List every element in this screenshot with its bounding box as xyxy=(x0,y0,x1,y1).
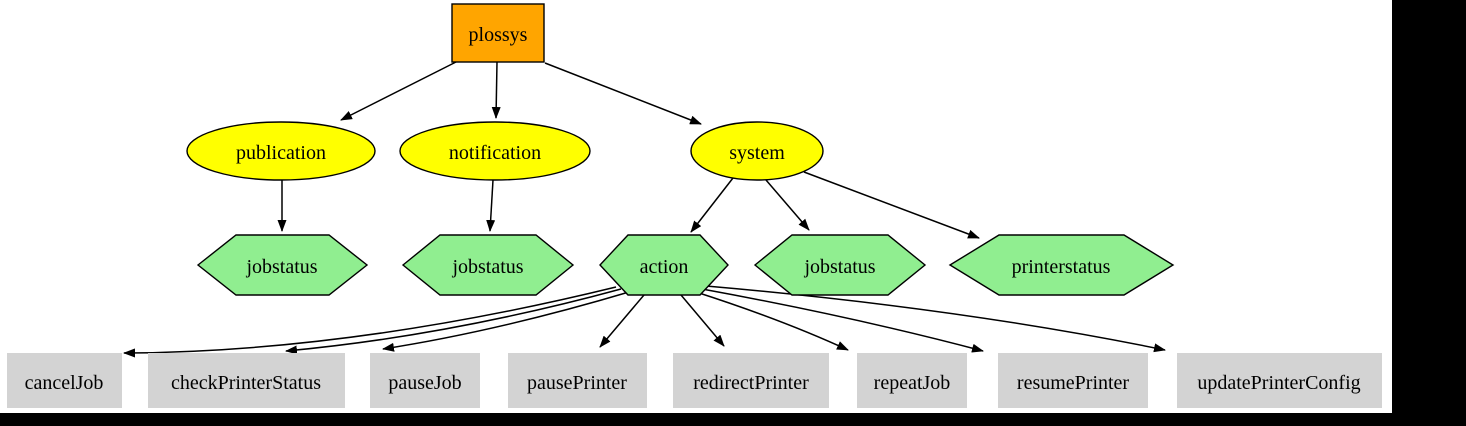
checkPrinterStatus-label: checkPrinterStatus xyxy=(171,372,321,394)
node-redirectPrinter: redirectPrinter xyxy=(673,353,829,408)
resumePrinter-label: resumePrinter xyxy=(1017,372,1130,394)
checkPrinterStatus-box xyxy=(148,353,345,408)
node-resumePrinter: resumePrinter xyxy=(998,353,1148,408)
action-label: action xyxy=(640,256,689,278)
edge-action-redirectPrinter xyxy=(680,294,725,347)
node-cancelJob: cancelJob xyxy=(7,353,122,408)
repeatJob-box xyxy=(857,353,967,408)
edge-system-action xyxy=(690,177,734,233)
edge-action-repeatJob xyxy=(695,291,849,351)
pauseJob-box xyxy=(370,353,480,408)
node-pausePrinter: pausePrinter xyxy=(508,353,647,408)
cancelJob-box xyxy=(7,353,122,408)
edge-system-jobstatus xyxy=(765,179,810,231)
node-printerstatus: printerstatus xyxy=(948,234,1175,296)
action-hexagon xyxy=(599,234,729,296)
resumePrinter-box xyxy=(998,353,1148,408)
edge-plossys-notification xyxy=(491,61,501,119)
node-notification: notification xyxy=(399,121,591,181)
right-black-bar xyxy=(1392,0,1466,426)
bottom-black-bar xyxy=(0,413,1466,426)
node-updatePrinterConfig: updatePrinterConfig xyxy=(1177,353,1382,408)
edge-notification-jobstatus xyxy=(486,179,496,232)
jobstatus-publication-hexagon xyxy=(196,234,369,296)
edge-action-pauseJob xyxy=(382,291,630,352)
publication-ellipse xyxy=(186,121,376,181)
node-jobstatus-system: jobstatus xyxy=(753,234,927,296)
edge-action-checkPrinterStatus xyxy=(285,288,622,355)
notification-ellipse xyxy=(399,121,591,181)
jobstatus-system-hexagon xyxy=(753,234,927,296)
node-jobstatus-notification: jobstatus xyxy=(401,234,575,296)
edge-plossys-publication xyxy=(340,61,457,121)
plossys-label: plossys xyxy=(469,24,528,46)
system-label: system xyxy=(729,142,785,164)
node-publication: publication xyxy=(186,121,376,181)
system-ellipse xyxy=(690,121,824,181)
edge-plossys-system xyxy=(544,62,702,125)
edge-action-updatePrinterConfig xyxy=(705,285,1166,353)
edge-action-pausePrinter xyxy=(599,294,645,348)
printerstatus-label: printerstatus xyxy=(1012,256,1111,278)
pausePrinter-label: pausePrinter xyxy=(527,372,627,394)
repeatJob-label: repeatJob xyxy=(874,372,951,394)
jobstatus-publication-label: jobstatus xyxy=(245,256,317,278)
node-plossys: plossys xyxy=(451,3,545,63)
edge-action-resumePrinter xyxy=(701,288,984,353)
publication-label: publication xyxy=(236,142,326,164)
jobstatus-notification-label: jobstatus xyxy=(451,256,523,278)
redirectPrinter-box xyxy=(673,353,829,408)
node-jobstatus-publication: jobstatus xyxy=(196,234,369,296)
cancelJob-label: cancelJob xyxy=(25,372,104,394)
jobstatus-system-label: jobstatus xyxy=(803,256,875,278)
node-pauseJob: pauseJob xyxy=(370,353,480,408)
edge-system-printerstatus xyxy=(803,171,980,239)
pausePrinter-box xyxy=(508,353,647,408)
node-checkPrinterStatus: checkPrinterStatus xyxy=(148,353,345,408)
updatePrinterConfig-box xyxy=(1177,353,1382,408)
notification-label: notification xyxy=(449,142,541,164)
printerstatus-hexagon xyxy=(948,234,1175,296)
node-action: action xyxy=(599,234,729,296)
edge-action-cancelJob xyxy=(123,286,617,358)
jobstatus-notification-hexagon xyxy=(401,234,575,296)
edges-layer xyxy=(123,61,1166,358)
redirectPrinter-label: redirectPrinter xyxy=(693,372,809,394)
node-system: system xyxy=(690,121,824,181)
updatePrinterConfig-label: updatePrinterConfig xyxy=(1197,372,1360,394)
plossys-box xyxy=(451,3,545,63)
pauseJob-label: pauseJob xyxy=(388,372,461,394)
node-repeatJob: repeatJob xyxy=(857,353,967,408)
